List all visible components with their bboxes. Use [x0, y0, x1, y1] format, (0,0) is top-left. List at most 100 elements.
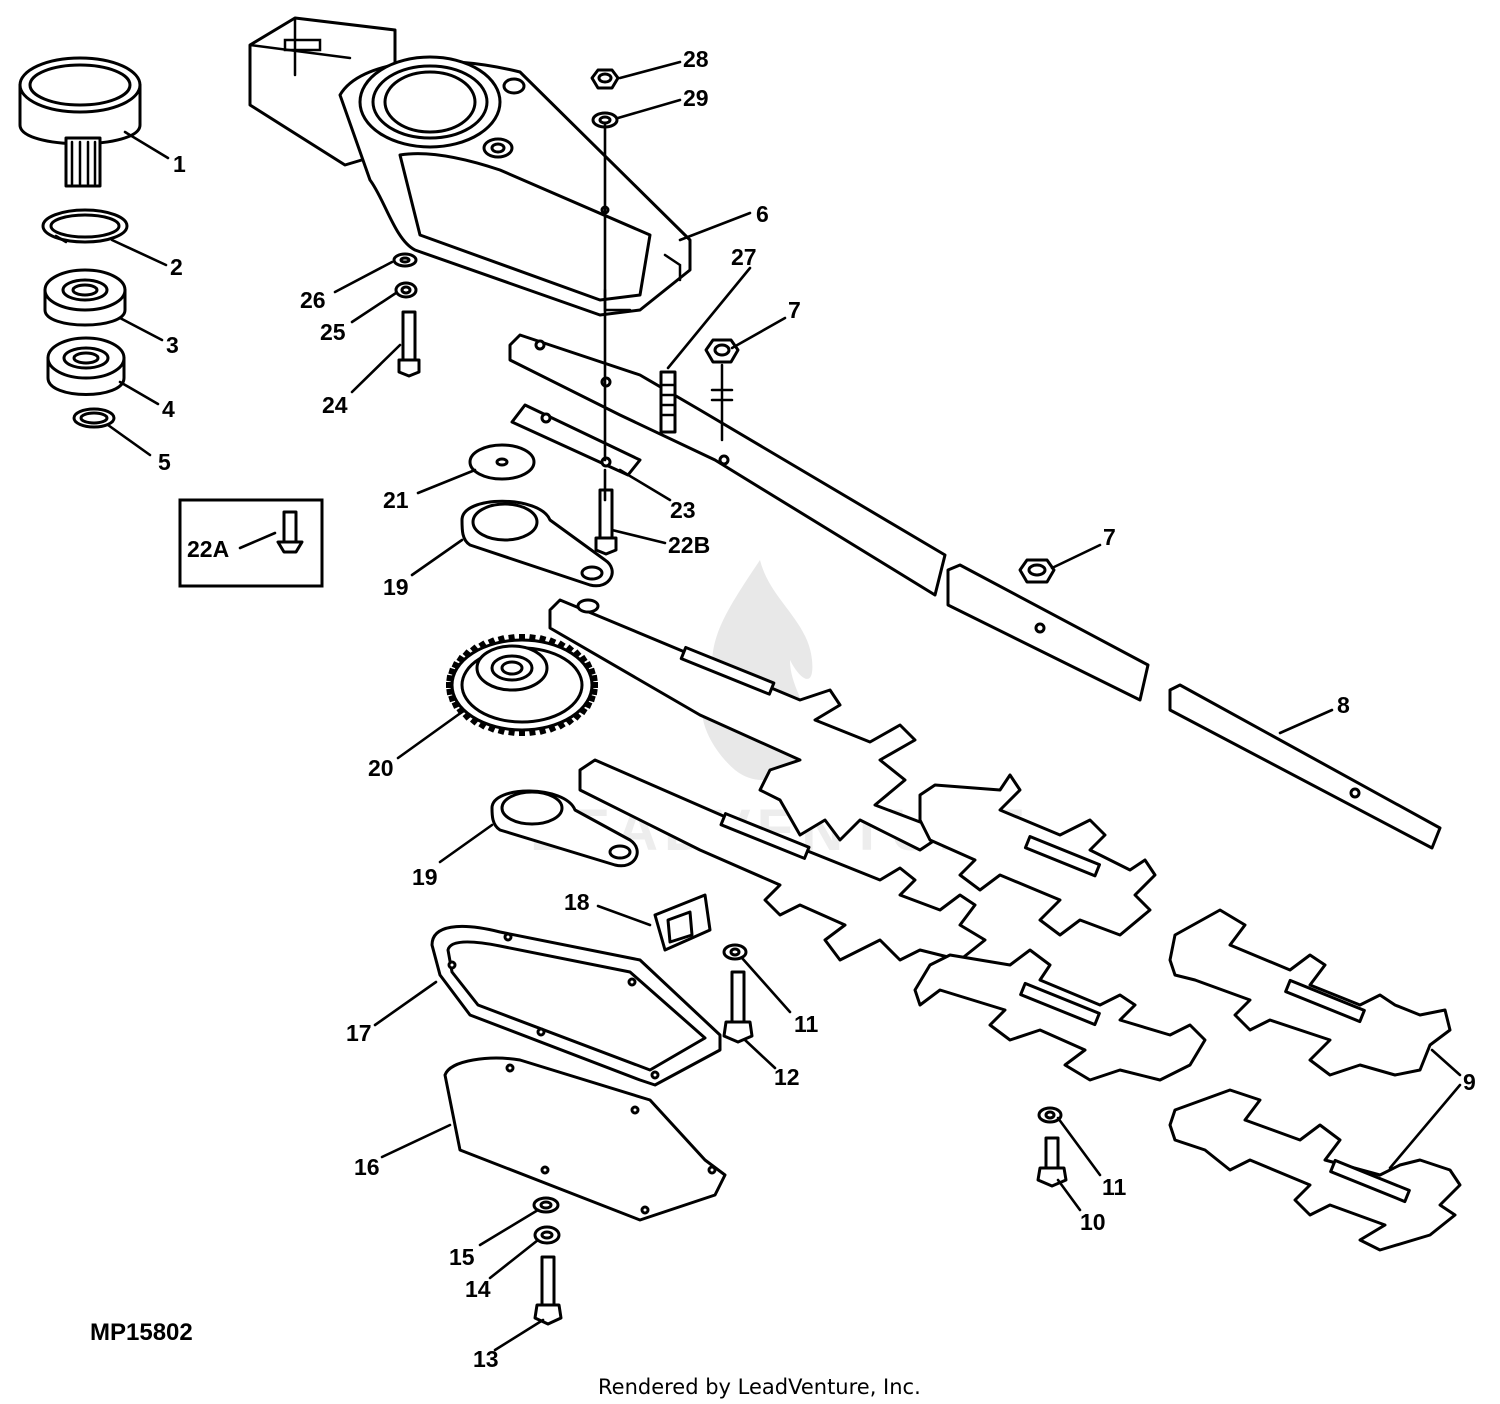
callout-29: 29 — [683, 85, 709, 111]
gear-tooth — [548, 637, 557, 646]
part-16-cover-plate — [443, 1056, 727, 1222]
callout-23: 23 — [670, 497, 696, 523]
gear-tooth — [469, 644, 479, 653]
gear-tooth — [462, 649, 472, 658]
gear-tooth — [446, 682, 452, 688]
gear-tooth — [548, 724, 557, 733]
part-18-clip — [653, 893, 712, 952]
callout-27: 27 — [731, 244, 757, 270]
callout-15: 15 — [449, 1244, 475, 1270]
gear-tooth — [529, 729, 536, 736]
callout-11-lower: 11 — [1102, 1174, 1127, 1200]
gear-tooth — [588, 667, 596, 676]
callout-5: 5 — [158, 449, 171, 475]
gear-tooth — [478, 640, 487, 649]
part-6-gear-case — [248, 16, 692, 317]
gear-tooth — [451, 661, 460, 670]
gear-tooth — [557, 640, 566, 649]
callout-4: 4 — [162, 396, 175, 422]
gear-tooth — [565, 717, 575, 726]
part-2-snap-ring — [41, 208, 129, 244]
callout-17: 17 — [346, 1020, 372, 1046]
callout-19-upper: 19 — [383, 574, 409, 600]
gear-tooth — [487, 724, 496, 733]
gear-tooth — [448, 694, 456, 703]
gear-tooth — [519, 634, 525, 640]
part-11-washer-lower — [1037, 1106, 1063, 1124]
callout-12: 12 — [774, 1064, 800, 1090]
gear-tooth — [572, 649, 582, 658]
gear-tooth — [538, 727, 547, 735]
gear-tooth — [448, 667, 456, 676]
callout-1: 1 — [173, 151, 186, 177]
gear-tooth — [508, 729, 515, 736]
callout-25: 25 — [320, 319, 346, 345]
callout-24: 24 — [322, 392, 348, 418]
middle-bar-section — [946, 563, 1150, 702]
part-7-nut-upper — [704, 338, 740, 442]
gear-tooth — [446, 688, 454, 696]
callout-6: 6 — [756, 201, 769, 227]
callout-26: 26 — [300, 287, 326, 313]
part-8-bar-end — [1168, 683, 1442, 850]
part-1-drive-cup — [18, 56, 142, 188]
callout-3: 3 — [166, 332, 179, 358]
callout-14: 14 — [465, 1276, 491, 1302]
gear-tooth — [579, 654, 588, 664]
part-13-bolt — [533, 1255, 563, 1326]
upper-drive-bar — [508, 333, 947, 597]
leader-lines — [106, 60, 1462, 1352]
gear-tooth — [529, 634, 536, 641]
callout-11-upper: 11 — [794, 1011, 819, 1037]
gear-tooth — [478, 721, 487, 730]
part-3-bearing — [43, 268, 127, 327]
right-cutter-blade-upper — [918, 773, 1157, 937]
part-11-washer-upper — [722, 943, 748, 961]
callout-16: 16 — [354, 1154, 380, 1180]
lower-middle-cutter-blade — [913, 948, 1207, 1082]
gear-tooth — [469, 717, 479, 726]
part-9-cutter-section-upper — [1168, 908, 1452, 1077]
gear-tooth — [508, 634, 515, 641]
gear-tooth — [565, 644, 575, 653]
callout-19-lower: 19 — [412, 864, 438, 890]
gear-tooth — [592, 682, 598, 688]
part-10-bolt — [1036, 1136, 1068, 1188]
part-26-washer — [392, 252, 418, 268]
callout-7-lower: 7 — [1103, 524, 1116, 550]
gear-tooth — [584, 661, 593, 670]
part-14-lock-washer — [533, 1225, 561, 1245]
gear-tooth — [572, 712, 582, 721]
gear-teeth — [446, 634, 598, 736]
callout-7-upper: 7 — [788, 297, 801, 323]
part-15-washer — [532, 1196, 560, 1214]
middle-cutter-blade — [578, 758, 987, 962]
gear-tooth — [451, 700, 460, 709]
part-27-stud — [659, 370, 677, 434]
callout-21: 21 — [383, 487, 409, 513]
part-19-connecting-rod-upper — [460, 499, 614, 588]
gear-tooth — [538, 635, 547, 643]
gear-tooth — [487, 637, 496, 646]
gear-tooth — [588, 694, 596, 703]
gear-tooth — [579, 706, 588, 716]
gear-tooth — [497, 727, 506, 735]
callout-22b: 22B — [668, 532, 710, 558]
callout-13: 13 — [473, 1346, 499, 1372]
gear-tooth — [446, 674, 454, 682]
callout-labels: 1 2 3 4 5 6 7 7 8 9 10 11 11 12 13 14 15… — [158, 46, 1476, 1372]
callout-28: 28 — [683, 46, 709, 72]
gear-tooth — [456, 654, 465, 664]
gear-tooth — [557, 721, 566, 730]
part-5-retaining-ring — [72, 407, 116, 429]
part-4-bearing — [46, 336, 126, 396]
callout-18: 18 — [564, 889, 590, 915]
part-22a-screw — [276, 510, 304, 554]
callout-22a: 22A — [187, 536, 229, 562]
callout-9: 9 — [1463, 1069, 1476, 1095]
part-7-nut-lower — [1018, 558, 1056, 584]
gear-tooth — [590, 688, 598, 696]
part-28-nut — [590, 68, 620, 90]
part-12-bolt — [722, 970, 754, 1044]
